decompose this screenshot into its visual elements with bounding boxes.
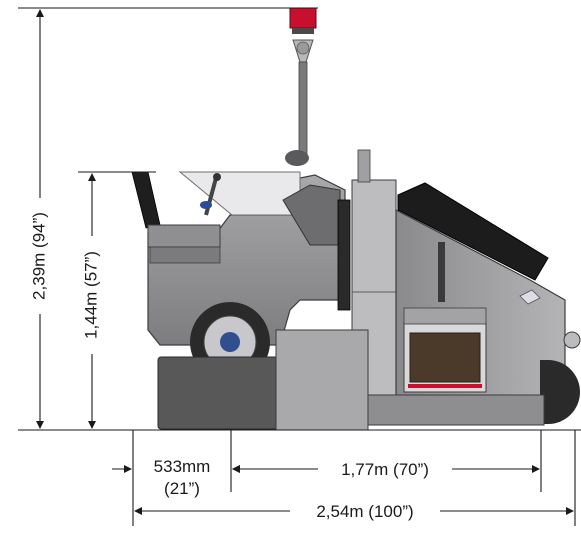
beacon-mast bbox=[298, 61, 308, 158]
mast-knob bbox=[285, 150, 309, 166]
front-badge bbox=[519, 289, 541, 305]
cab-height-label: 1,44m (57”) bbox=[81, 251, 100, 339]
warning-beacon-icon bbox=[289, 7, 317, 63]
hopper-lid bbox=[397, 182, 549, 281]
overall-height-label: 2,39m (94”) bbox=[29, 212, 48, 300]
bottom-strip bbox=[367, 394, 545, 426]
operator-seat bbox=[131, 171, 221, 264]
machine-illustration bbox=[131, 7, 581, 431]
front-cylinder bbox=[438, 242, 445, 302]
front-overhang-label-line2: (21”) bbox=[164, 479, 200, 498]
front-overhang-label-line1: 533mm bbox=[154, 457, 211, 476]
steering-lever bbox=[200, 173, 221, 216]
hydraulic-cylinder bbox=[337, 199, 351, 311]
front-drum bbox=[540, 360, 580, 424]
overall-length-label: 2,54m (100”) bbox=[316, 502, 413, 521]
canopy-frame bbox=[178, 171, 301, 216]
brush-window bbox=[403, 307, 487, 393]
front-wheel-cap bbox=[563, 331, 581, 349]
side-skirt bbox=[275, 329, 369, 431]
wheelbase-label: 1,77m (70”) bbox=[341, 460, 429, 479]
mid-frame-post bbox=[357, 149, 371, 183]
